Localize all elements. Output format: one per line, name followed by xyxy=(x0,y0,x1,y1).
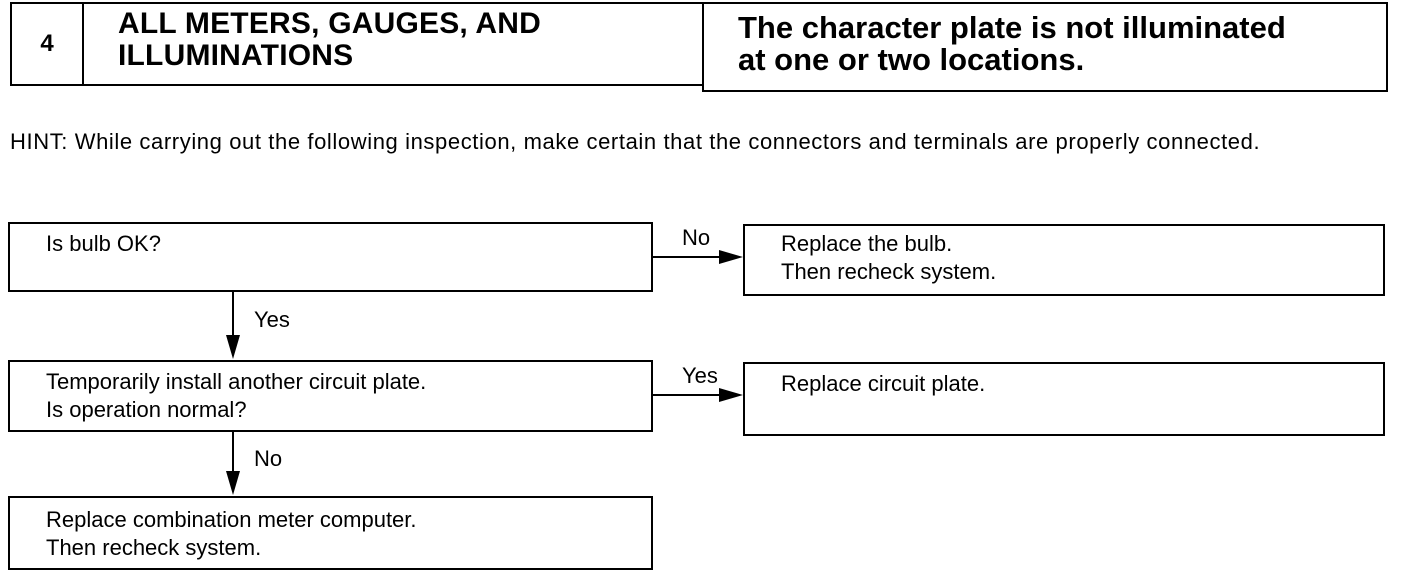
section-number-text: 4 xyxy=(40,30,54,57)
step-bulb-check-box: Is bulb OK? xyxy=(8,222,653,292)
step-replace-meter-box: Replace combination meter computer. Then… xyxy=(8,496,653,570)
arrow-step1-yes xyxy=(226,292,240,359)
step-replace-meter-text: Replace combination meter computer. Then… xyxy=(46,507,417,560)
arrow-step2-no xyxy=(226,432,240,495)
label-no-1: No xyxy=(682,225,711,250)
result-replace-bulb-text: Replace the bulb. Then recheck system. xyxy=(781,231,997,284)
step-bulb-check-text: Is bulb OK? xyxy=(46,231,161,256)
hint-text: HINT: While carrying out the following i… xyxy=(10,129,1261,154)
result-replace-circuit-plate-box: Replace circuit plate. xyxy=(743,362,1385,436)
result-replace-circuit-plate-text: Replace circuit plate. xyxy=(781,371,986,396)
problem-description: The character plate is not illuminated a… xyxy=(738,10,1286,77)
label-yes-2: Yes xyxy=(682,363,718,388)
problem-description-cell: The character plate is not illuminated a… xyxy=(702,2,1388,92)
arrow-step2-yes xyxy=(653,388,743,402)
label-no-2: No xyxy=(254,446,283,471)
section-number: 4 xyxy=(10,2,84,86)
arrow-step1-no xyxy=(653,250,743,264)
result-replace-bulb-box: Replace the bulb. Then recheck system. xyxy=(743,224,1385,296)
step-circuit-plate-text: Temporarily install another circuit plat… xyxy=(46,369,427,422)
step-circuit-plate-box: Temporarily install another circuit plat… xyxy=(8,360,653,432)
label-yes-1: Yes xyxy=(254,307,290,332)
section-title-cell: ALL METERS, GAUGES, AND ILLUMINATIONS xyxy=(82,2,704,86)
section-title: ALL METERS, GAUGES, AND ILLUMINATIONS xyxy=(118,7,541,72)
